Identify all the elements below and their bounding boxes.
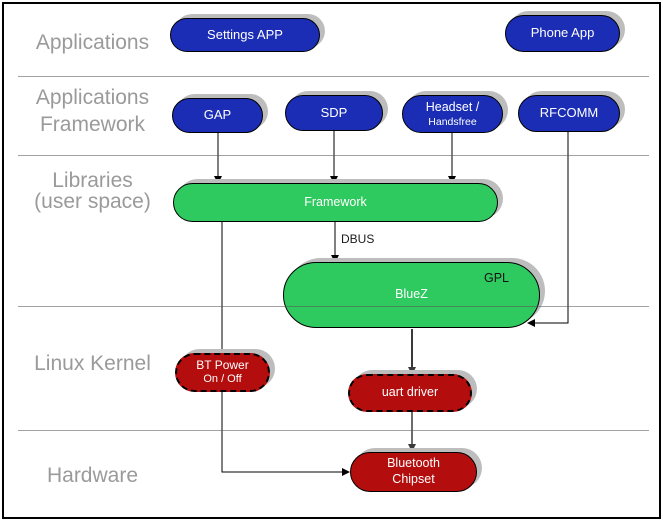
node-gap-label: GAP: [203, 107, 232, 123]
layer-label-libraries-line1: Libraries: [52, 169, 133, 192]
arrowhead-chipset-left: [342, 468, 350, 476]
node-bluez-label: BlueZ: [395, 287, 428, 302]
divider-applications: [18, 76, 649, 77]
arrowhead-sdp: [330, 176, 338, 184]
node-gap: GAP: [172, 98, 263, 133]
layer-label-linux-kernel: Linux Kernel: [34, 352, 151, 375]
node-bt-power: BT Power On / Off: [175, 353, 270, 392]
node-chipset-line1: Bluetooth: [387, 456, 440, 471]
node-phone-app: Phone App: [505, 15, 620, 52]
arrowhead-rfcomm: [527, 319, 535, 327]
layer-label-libraries-line2: (user space): [34, 190, 151, 213]
layer-label-applications: Applications: [35, 31, 150, 54]
node-headset-handsfree: Headset / Handsfree: [402, 95, 503, 133]
arrowhead-headset: [448, 176, 456, 184]
node-headset-line2: Handsfree: [428, 115, 477, 128]
layer-label-app-framework-line2: Framework: [39, 113, 145, 136]
node-framework-label: Framework: [304, 194, 367, 209]
node-bluez: BlueZ GPL: [283, 262, 540, 328]
arrowhead-dbus: [331, 255, 339, 263]
layer-label-app-framework-line1: Applications: [35, 86, 150, 109]
edge-label-dbus: DBUS: [341, 232, 375, 246]
node-settings-app-label: Settings APP: [207, 26, 283, 42]
node-sdp-label: SDP: [320, 104, 348, 120]
edge-framework-chipset: [221, 222, 342, 473]
divider-framework: [18, 155, 649, 156]
node-uart-driver-label: uart driver: [381, 385, 439, 400]
node-settings-app: Settings APP: [170, 18, 320, 52]
arrowhead-uart: [408, 367, 416, 375]
node-bluetooth-chipset: Bluetooth Chipset: [350, 452, 477, 492]
layer-label-hardware: Hardware: [46, 464, 139, 487]
edge-rfcomm-bluez: [534, 132, 569, 324]
node-chipset-line2: Chipset: [392, 472, 435, 486]
node-bt-power-line2: On / Off: [203, 373, 242, 386]
arrowhead-chipset-top: [408, 444, 416, 452]
divider-libraries: [18, 306, 649, 307]
divider-kernel: [18, 430, 649, 431]
node-framework: Framework: [173, 183, 498, 222]
node-bt-power-line1: BT Power: [196, 358, 249, 373]
gpl-license-tag: GPL: [483, 271, 509, 285]
node-uart-driver: uart driver: [348, 374, 472, 412]
arrowhead-gap: [214, 176, 222, 184]
node-sdp: SDP: [285, 95, 383, 131]
node-phone-app-label: Phone App: [530, 25, 595, 41]
node-rfcomm: RFCOMM: [518, 95, 620, 132]
node-rfcomm-label: RFCOMM: [539, 105, 599, 121]
node-headset-line1: Headset /: [425, 99, 480, 114]
